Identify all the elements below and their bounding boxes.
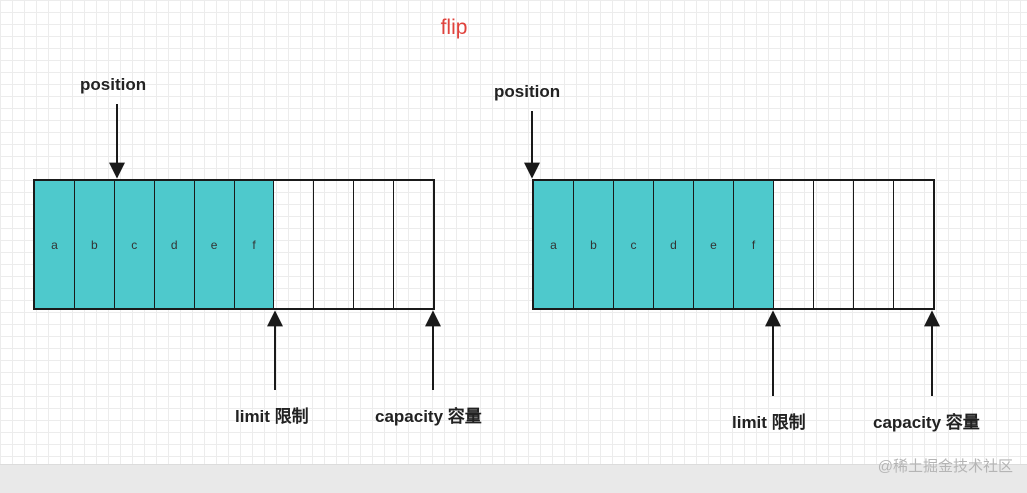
buffer-cell-empty <box>274 181 315 308</box>
buffer-cell: e <box>694 181 734 308</box>
buffer-cell: b <box>574 181 614 308</box>
capacity-label-left: capacity 容量 <box>375 407 482 426</box>
buffer-right: a b c d e f <box>532 179 935 310</box>
limit-label-right: limit 限制 <box>732 413 806 432</box>
position-label-left: position <box>80 75 147 94</box>
diagram-title: flip <box>440 16 468 39</box>
watermark: @稀土掘金技术社区 <box>877 458 1013 475</box>
buffer-cell-empty <box>314 181 355 308</box>
buffer-cell: c <box>114 181 155 308</box>
buffer-cell: d <box>654 181 694 308</box>
buffer-cell-empty <box>774 181 814 308</box>
buffer-cell: b <box>74 181 115 308</box>
buffer-cell-empty <box>814 181 854 308</box>
buffer-cell: f <box>234 181 275 308</box>
capacity-label-right: capacity 容量 <box>873 413 980 432</box>
buffer-cell: a <box>35 181 75 308</box>
buffer-cell: f <box>734 181 774 308</box>
limit-label-left: limit 限制 <box>235 407 309 426</box>
buffer-cell: e <box>194 181 235 308</box>
buffer-cell: c <box>614 181 654 308</box>
buffer-cell: a <box>534 181 574 308</box>
footer-bar <box>0 464 1027 493</box>
buffer-cell: d <box>154 181 195 308</box>
position-label-right: position <box>494 82 561 101</box>
buffer-cell-empty <box>854 181 894 308</box>
buffer-left: a b c d e f <box>33 179 435 310</box>
buffer-cell-empty <box>354 181 395 308</box>
